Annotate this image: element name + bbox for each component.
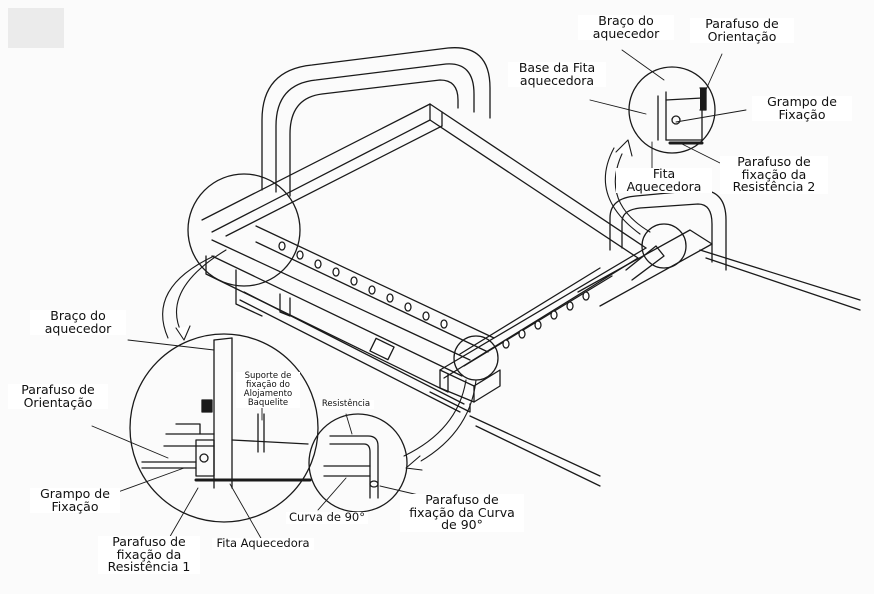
- label-line: Aquecedora: [626, 178, 702, 194]
- label-line: Fita: [652, 166, 676, 181]
- label-grampo-fixacao-top: Grampo de Fixação: [752, 94, 852, 122]
- label-line: Resistência 1: [107, 559, 191, 574]
- label-line: Suporte de: [244, 371, 292, 381]
- label-suporte-baquelite: Suporte de fixação do Alojamento Baqueli…: [236, 372, 300, 408]
- label-line: Grampo de: [767, 94, 837, 109]
- callout-arrows: [162, 139, 651, 471]
- rear-handle: [261, 47, 491, 197]
- label-line: Resistência 2: [732, 179, 816, 194]
- label-line: Alojamento: [243, 388, 293, 399]
- corner-placeholder: [8, 8, 64, 48]
- label-fita-aquecedora-top: Fita Aquecedora: [616, 166, 712, 194]
- label-line: Orientação: [23, 394, 93, 410]
- label-line: fixação do: [246, 379, 290, 390]
- label-line: fixação da: [116, 546, 182, 562]
- label-line: Parafuso de: [425, 492, 499, 507]
- label-fita-aquecedora-bottom: Fita Aquecedora: [212, 536, 314, 550]
- label-line: Orientação: [707, 28, 777, 44]
- label-line: Fixação: [51, 498, 99, 514]
- label-parafuso-orientacao-top: Parafuso de Orientação: [690, 16, 794, 44]
- detail-left: [141, 337, 312, 489]
- detail-upper-right: [657, 87, 707, 145]
- label-line: Curva de 90°: [289, 510, 365, 524]
- label-line: Braço do: [598, 13, 654, 28]
- label-line: Grampo de: [40, 486, 110, 501]
- label-line: Parafuso de: [737, 154, 811, 169]
- label-base-fita: Base da Fita aquecedora: [508, 60, 606, 88]
- label-curva-90: Curva de 90°: [286, 510, 368, 524]
- label-braco-aquecedor-left: Braço do aquecedor: [30, 308, 126, 336]
- label-line: Baquelite: [247, 397, 289, 408]
- label-line: Parafuso de: [112, 534, 186, 549]
- label-line: Base da Fita: [518, 60, 596, 75]
- label-line: Parafuso de: [705, 16, 779, 31]
- label-grampo-fixacao-left: Grampo de Fixação: [30, 486, 120, 514]
- label-braco-aquecedor-top: Braço do aquecedor: [578, 13, 674, 41]
- label-line: de 90°: [441, 517, 483, 532]
- right-handle: [609, 189, 727, 271]
- label-parafuso-resistencia-2: Parafuso de fixação da Resistência 2: [720, 154, 828, 194]
- label-line: aquecedor: [592, 25, 660, 41]
- label-line: aquecedora: [519, 72, 595, 88]
- detail-curve: [323, 435, 379, 499]
- label-line: aquecedor: [44, 320, 112, 336]
- label-line: Braço do: [50, 308, 106, 323]
- label-line: Fixação: [778, 106, 826, 122]
- label-line: fixação da: [741, 166, 807, 182]
- label-resistencia: Resistência: [318, 400, 374, 409]
- frame: [201, 103, 861, 487]
- label-parafuso-resistencia-1: Parafuso de fixação da Resistência 1: [98, 534, 200, 574]
- label-parafuso-orientacao-left: Parafuso de Orientação: [8, 382, 108, 410]
- label-parafuso-curva-90: Parafuso de fixação da Curva de 90°: [400, 492, 524, 532]
- label-line: fixação da Curva: [409, 504, 515, 520]
- label-line: Fita Aquecedora: [216, 536, 310, 550]
- label-line: Parafuso de: [21, 382, 95, 397]
- label-line: Resistência: [321, 399, 371, 409]
